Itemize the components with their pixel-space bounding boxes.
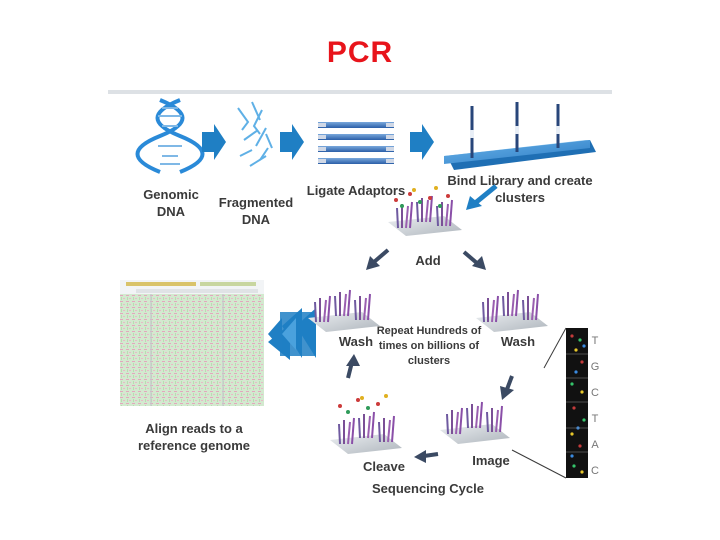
base-letter-4: T — [591, 413, 599, 425]
wash-left-label: Wash — [338, 334, 374, 349]
image-callout-bottom — [511, 449, 567, 479]
fragmented-dna-icon — [237, 101, 273, 167]
wash-right-label: Wash — [500, 334, 536, 349]
fragmented-dna-label: Fragmented DNA — [218, 195, 294, 227]
image-label: Image — [472, 453, 510, 468]
cleave-label: Cleave — [363, 459, 405, 474]
repeat-label: Repeat Hundreds of times on billions of … — [376, 325, 482, 367]
base-letter-1: T — [591, 335, 599, 347]
process-arrows — [202, 124, 434, 160]
image-strip — [566, 328, 588, 478]
ligate-adaptors-label: Ligate Adaptors — [306, 183, 406, 198]
alignment-view — [120, 280, 264, 406]
cluster-plate-bottom-left — [330, 394, 402, 454]
cycle-arrows — [346, 248, 514, 463]
arrow-2-icon — [280, 124, 304, 160]
down-left-arrow-icon — [466, 184, 498, 210]
cluster-plate-bottom-right — [440, 401, 510, 444]
arrow-1-icon — [202, 124, 226, 160]
cycle-arrow-add-right — [462, 250, 480, 266]
cycle-arrow-add-left — [372, 248, 390, 264]
cluster-plate-right — [476, 289, 548, 332]
base-letter-3: C — [591, 387, 599, 399]
cycle-arrow-cleave — [423, 452, 439, 458]
flow-cell-icon — [444, 102, 596, 170]
arrow-3-icon — [410, 124, 434, 160]
page-title: PCR — [326, 36, 394, 69]
top-rule — [108, 90, 612, 94]
cluster-plate-top — [388, 186, 462, 236]
base-letter-6: C — [591, 465, 599, 477]
base-letter-5: A — [591, 439, 599, 451]
genomic-dna-label: Genomic DNA — [143, 187, 199, 219]
add-label: Add — [415, 253, 441, 268]
image-callout-top — [543, 327, 567, 369]
bind-library-label: Bind Library and create clusters — [447, 173, 593, 205]
cluster-plate-left — [308, 289, 380, 332]
align-reads-label: Align reads to a reference genome — [138, 421, 250, 453]
genomic-dna-helix-icon — [135, 98, 205, 174]
sequencing-cycle-label: Sequencing Cycle — [372, 481, 484, 496]
base-letter-2: G — [590, 361, 600, 373]
ligate-adaptors-icon — [318, 122, 394, 164]
